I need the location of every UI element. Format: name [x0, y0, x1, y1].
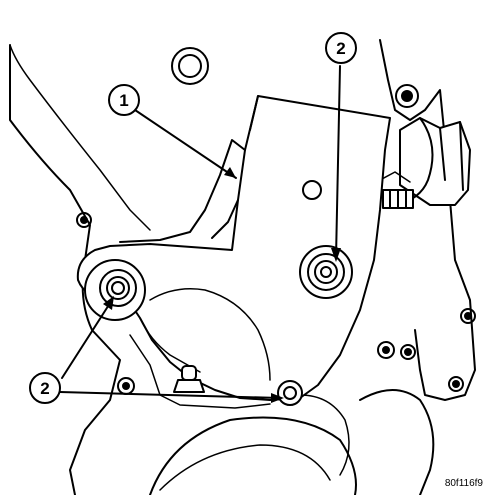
callout-2-top: 2: [325, 32, 357, 64]
leader-callout-1: [134, 109, 237, 179]
electrical-connector: [379, 117, 471, 209]
callout-1: 1: [108, 84, 140, 116]
leader-lines: [59, 65, 341, 403]
callout-2-bottom-label: 2: [40, 379, 49, 398]
leader-callout-2-top: [335, 65, 341, 259]
upper-boss: [171, 47, 209, 85]
bottom-clip: [173, 365, 205, 393]
callout-2-top-label: 2: [336, 39, 345, 58]
callout-1-label: 1: [119, 91, 128, 110]
right-bracket-bolts: [76, 84, 476, 395]
callout-2-bottom: 2: [29, 372, 61, 404]
center-bolt: [299, 245, 353, 299]
lower-bolt: [277, 380, 303, 406]
figure-id: 80f116f9: [444, 478, 483, 489]
leader-callout-2-right: [59, 391, 281, 399]
leader-callout-2-left: [61, 299, 113, 379]
left-bolt-boss: [84, 259, 146, 321]
